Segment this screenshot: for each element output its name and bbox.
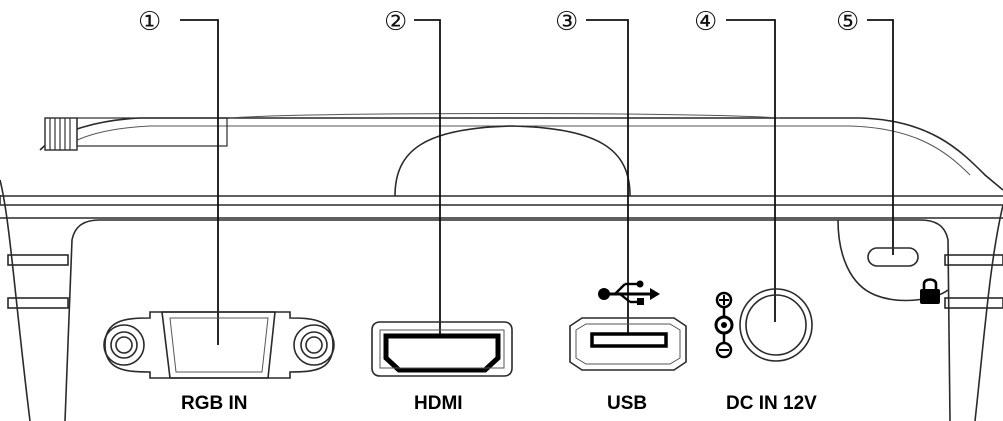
right-grip-ribs	[944, 204, 1003, 421]
dc-polarity-icon	[714, 291, 734, 359]
leader-2	[414, 19, 441, 345]
callout-5: ⑤	[836, 7, 859, 37]
usb-port	[569, 317, 687, 371]
usb-label: USB	[607, 393, 647, 414]
dc-in-label: DC IN 12V	[726, 393, 817, 414]
hdmi-label: HDMI	[414, 393, 463, 414]
rgb-in-label: RGB IN	[181, 393, 248, 414]
camera-arm-hump	[394, 125, 631, 197]
device-body	[0, 113, 1003, 421]
usb-trident-icon	[598, 280, 660, 305]
leader-5	[867, 19, 894, 255]
callout-3: ③	[555, 7, 578, 37]
leader-3	[586, 19, 629, 345]
rear-panel-recess	[64, 219, 951, 421]
left-grip-ribs	[0, 179, 69, 421]
leader-lines	[180, 19, 894, 345]
focus-wheel	[44, 117, 228, 151]
leader-4	[726, 19, 776, 322]
callout-4: ④	[694, 7, 717, 37]
hdmi-port	[371, 321, 513, 377]
padlock-icon	[920, 278, 940, 304]
callout-2: ②	[384, 7, 407, 37]
security-lock-slot	[867, 247, 919, 267]
callout-1: ①	[138, 7, 161, 37]
dc-in-port	[739, 288, 813, 362]
rgb-in-port	[103, 311, 335, 379]
leader-1	[180, 19, 219, 345]
